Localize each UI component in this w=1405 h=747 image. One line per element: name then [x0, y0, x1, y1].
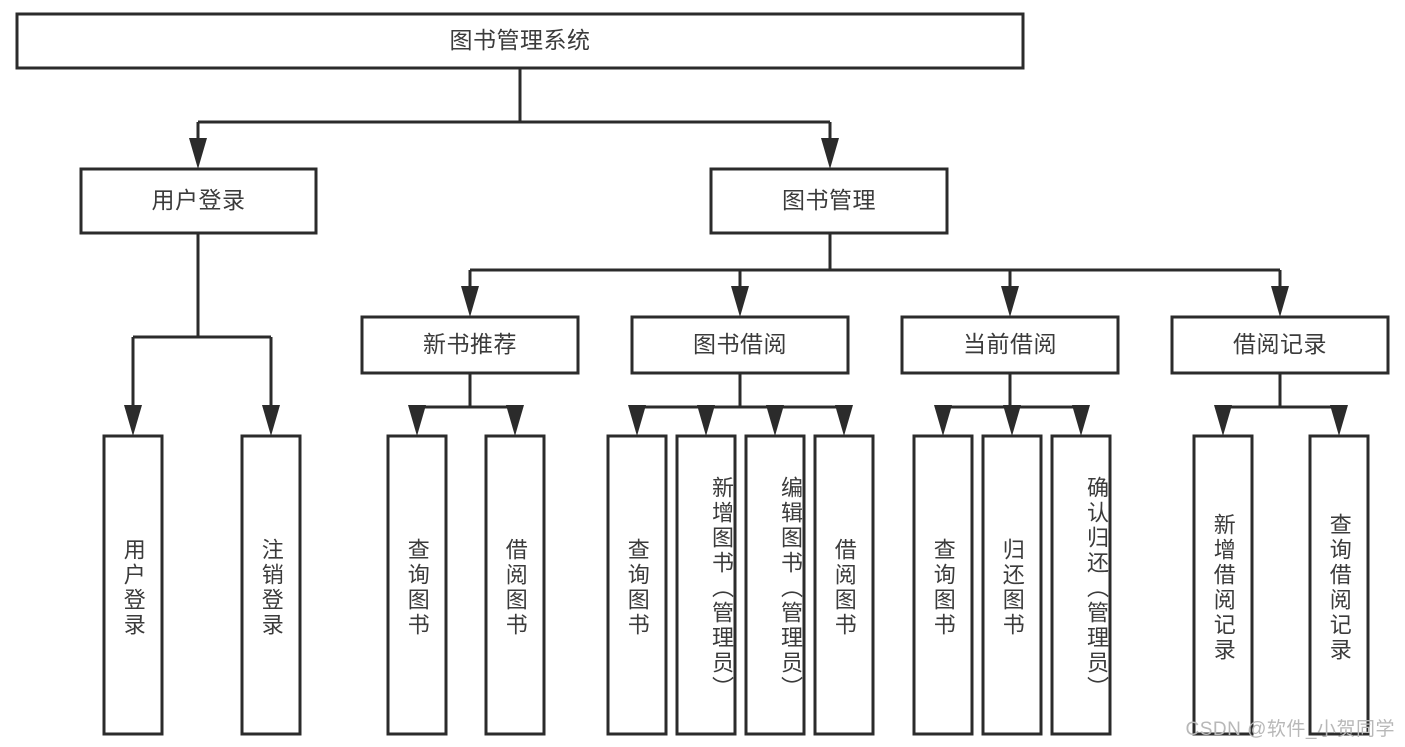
node-box-root[interactable] [15, 12, 1025, 70]
node-box-leaf-book-borrow-1[interactable] [606, 434, 668, 736]
arrow-head-leaf-user-login-2 [262, 405, 280, 436]
connector-group-book-manage-to-level3 [461, 233, 1289, 317]
node-box-leaf-borrow-record-1[interactable] [1192, 434, 1254, 736]
arrow-head-leaf-book-borrow-2 [697, 405, 715, 436]
node-box-book-manage[interactable] [709, 167, 949, 235]
node-box-user-login[interactable] [79, 167, 318, 235]
arrow-head-to-new-book-recommend [461, 286, 479, 317]
arrow-head-leaf-borrow-record-1 [1214, 405, 1232, 436]
node-box-leaf-borrow-record-2[interactable] [1308, 434, 1370, 736]
node-box-leaf-user-login-2[interactable] [240, 434, 302, 736]
connector-group-current-borrow-to-leaves [934, 373, 1090, 436]
node-box-leaf-new-book-2[interactable] [484, 434, 546, 736]
connector-group-book-borrow-to-leaves [628, 373, 853, 436]
node-box-borrow-record[interactable] [1170, 315, 1390, 375]
node-box-leaf-user-login-1[interactable] [102, 434, 164, 736]
arrow-head-leaf-user-login-1 [124, 405, 142, 436]
node-box-current-borrow[interactable] [900, 315, 1120, 375]
arrow-head-to-book-manage [821, 138, 839, 169]
node-box-leaf-book-borrow-3[interactable] [744, 434, 806, 736]
arrow-head-to-user-login [189, 138, 207, 169]
node-box-leaf-current-borrow-2[interactable] [981, 434, 1043, 736]
node-box-leaf-current-borrow-3[interactable] [1050, 434, 1112, 736]
node-box-leaf-book-borrow-4[interactable] [813, 434, 875, 736]
arrow-head-leaf-new-book-1 [408, 405, 426, 436]
node-box-new-book-recommend[interactable] [360, 315, 580, 375]
arrow-head-leaf-current-borrow-3 [1072, 405, 1090, 436]
connector-group-user-login-to-leaves [124, 233, 280, 436]
node-box-leaf-book-borrow-2[interactable] [675, 434, 737, 736]
arrow-head-leaf-new-book-2 [506, 405, 524, 436]
connector-group-root-to-level2 [189, 68, 839, 169]
connector-group-borrow-record-to-leaves [1214, 373, 1348, 436]
arrow-head-leaf-book-borrow-1 [628, 405, 646, 436]
arrow-head-leaf-current-borrow-2 [1003, 405, 1021, 436]
node-box-leaf-new-book-1[interactable] [386, 434, 448, 736]
arrow-head-to-book-borrow [731, 286, 749, 317]
arrow-head-to-current-borrow [1001, 286, 1019, 317]
arrow-head-to-borrow-record [1271, 286, 1289, 317]
arrow-head-leaf-borrow-record-2 [1330, 405, 1348, 436]
node-box-leaf-current-borrow-1[interactable] [912, 434, 974, 736]
node-box-book-borrow[interactable] [630, 315, 850, 375]
arrow-head-leaf-current-borrow-1 [934, 405, 952, 436]
arrow-head-leaf-book-borrow-3 [766, 405, 784, 436]
arrow-head-leaf-book-borrow-4 [835, 405, 853, 436]
connector-group-new-book-recommend-to-leaves [408, 373, 524, 436]
